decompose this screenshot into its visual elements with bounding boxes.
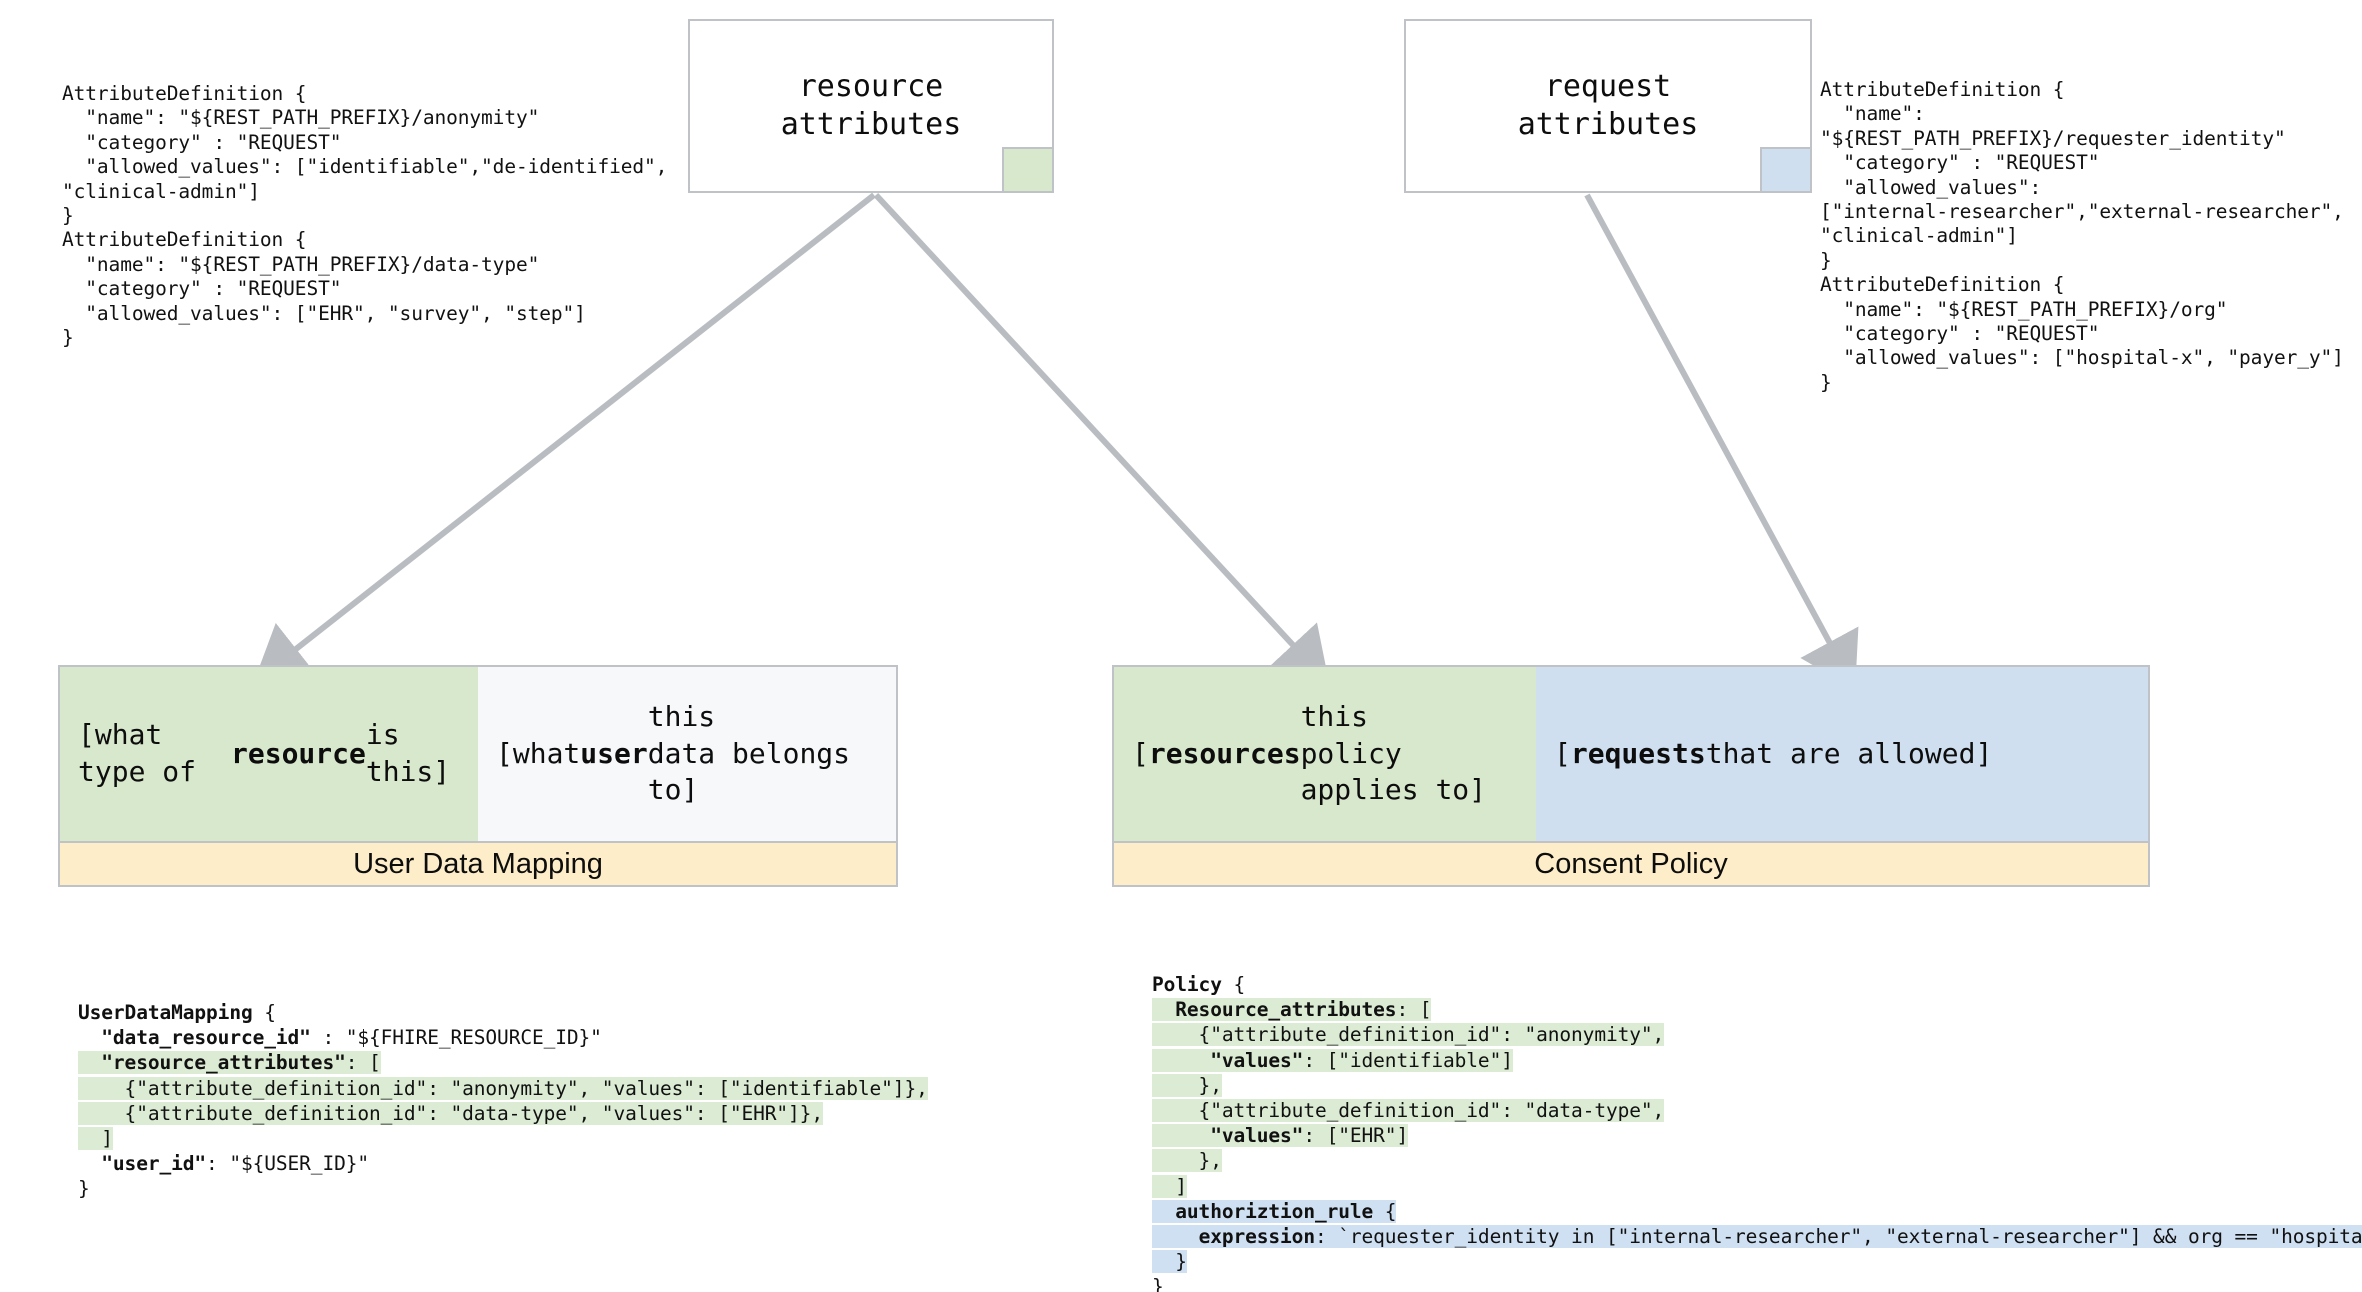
request-color-swatch	[1760, 147, 1812, 193]
consent-policy-panel[interactable]: [resources this policy applies to] [requ…	[1112, 665, 2150, 887]
resource-attributes-box[interactable]: resource attributes	[688, 19, 1054, 193]
cp-request-cell: [requests that are allowed]	[1536, 667, 2148, 841]
consent-policy-footer-label: Consent Policy	[1114, 841, 2148, 885]
consent-policy-body: [resources this policy applies to] [requ…	[1114, 667, 2148, 841]
udm-resource-cell: [what type of resource is this]	[60, 667, 478, 841]
user-data-mapping-body: [what type of resource is this] [what us…	[60, 667, 896, 841]
request-attributes-label: request attributes	[1517, 68, 1699, 142]
consent-policy-code: Policy { Resource_attributes: [ {"attrib…	[1152, 972, 2362, 1292]
arrow-resource-to-consent-policy	[873, 192, 1330, 685]
user-data-mapping-footer-label: User Data Mapping	[60, 841, 896, 885]
user-data-mapping-code: UserDataMapping { "data_resource_id" : "…	[78, 1001, 928, 1201]
resource-attribute-definitions-code: AttributeDefinition { "name": "${REST_PA…	[62, 82, 668, 350]
request-attribute-definitions-code: AttributeDefinition { "name": "${REST_PA…	[1820, 78, 2344, 394]
request-attributes-box[interactable]: request attributes	[1404, 19, 1812, 193]
resource-attributes-label: resource attributes	[780, 68, 962, 142]
udm-user-cell: [what user this data belongs to]	[478, 667, 896, 841]
resource-color-swatch	[1002, 147, 1054, 193]
arrow-request-to-consent-policy	[1584, 193, 1859, 690]
user-data-mapping-panel[interactable]: [what type of resource is this] [what us…	[58, 665, 898, 887]
cp-resource-cell: [resources this policy applies to]	[1114, 667, 1536, 841]
